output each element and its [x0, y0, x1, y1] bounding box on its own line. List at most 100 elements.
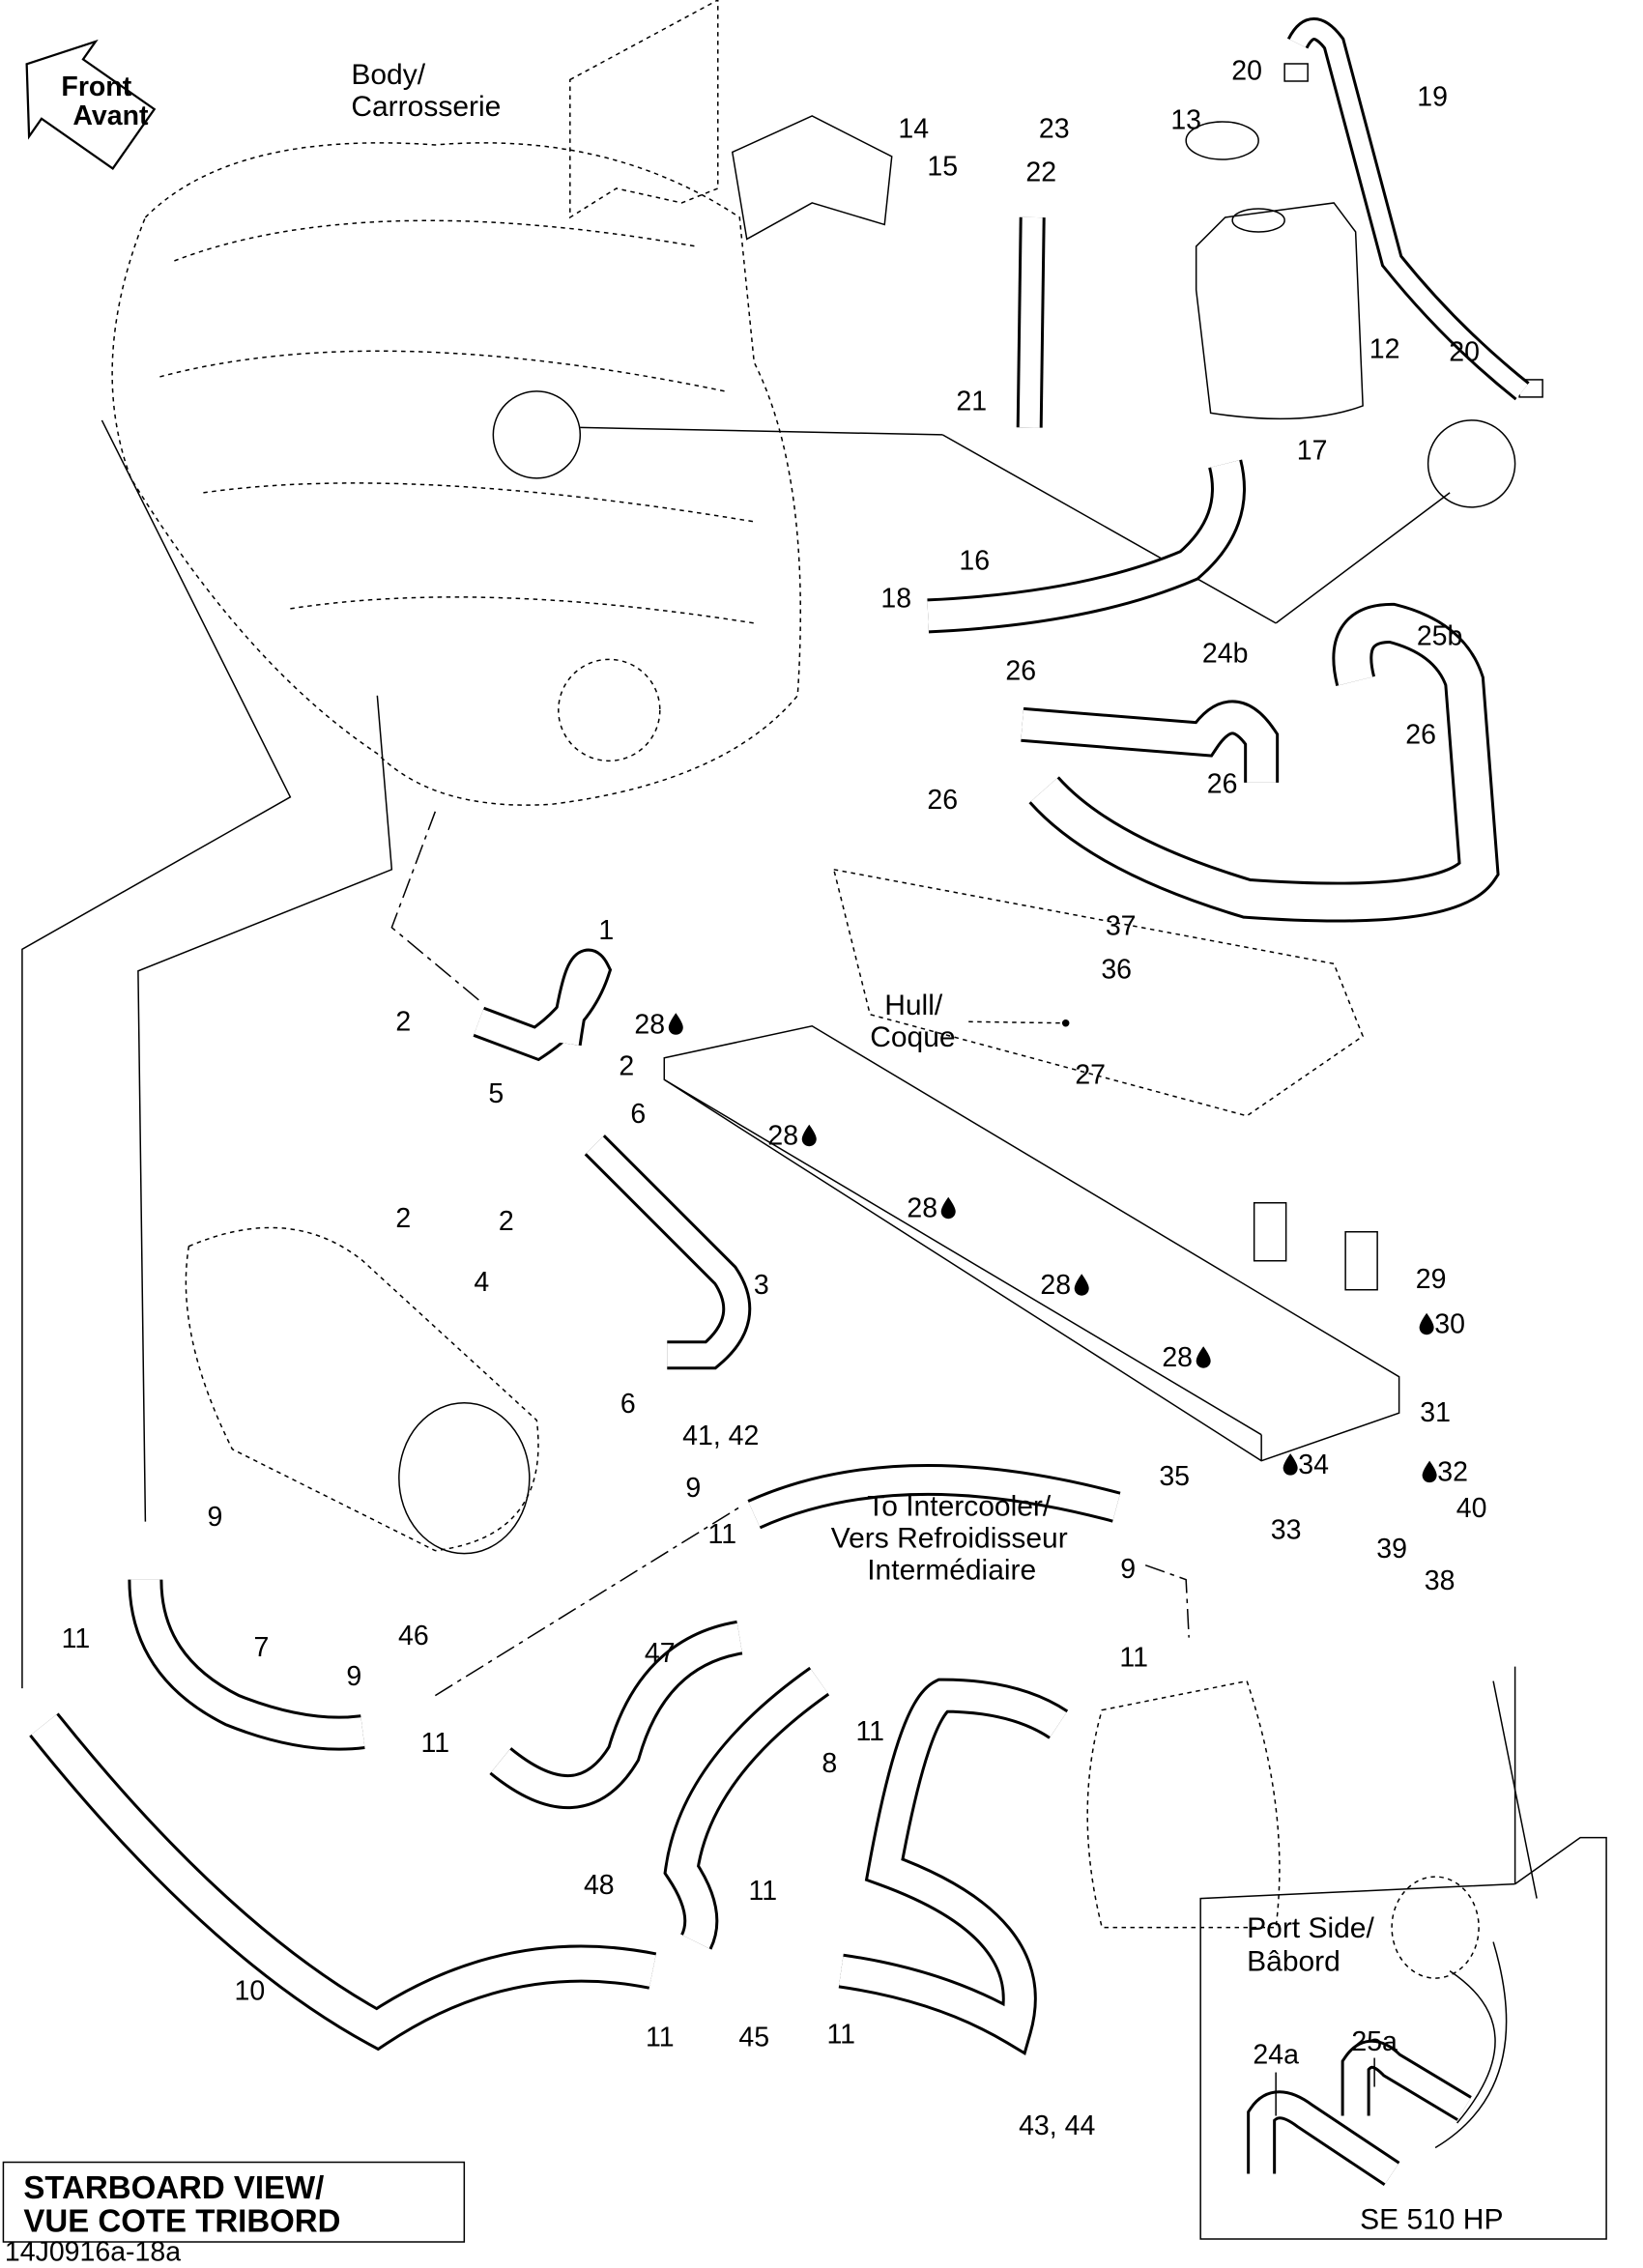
- callout-9: 9: [346, 1661, 361, 1692]
- callout-47: 47: [645, 1638, 676, 1669]
- callout-11: 11: [826, 2020, 855, 2051]
- callout-25b: 25b: [1417, 620, 1463, 651]
- callout-12: 12: [1369, 333, 1400, 364]
- callout-3: 3: [754, 1270, 769, 1301]
- callout-37: 37: [1106, 910, 1137, 941]
- sealant-drop-icon: [1196, 1346, 1211, 1368]
- inset-model-label: SE 510 HP: [1360, 2204, 1503, 2236]
- inset-label-line2: Bâbord: [1247, 1946, 1340, 1978]
- callout-38: 38: [1425, 1565, 1456, 1596]
- callout-9: 9: [685, 1473, 701, 1504]
- callout-48: 48: [584, 1870, 615, 1901]
- callout-20: 20: [1449, 336, 1480, 367]
- callout-6: 6: [630, 1099, 646, 1130]
- callout-28: 28: [767, 1121, 798, 1152]
- callout-33: 33: [1271, 1515, 1302, 1546]
- callout-15: 15: [927, 151, 958, 182]
- intercooler-label-line1: To Intercooler/: [867, 1491, 1052, 1523]
- callout-26: 26: [1207, 768, 1238, 799]
- callout-26: 26: [1405, 719, 1436, 750]
- leader-lines: [21, 419, 1538, 1899]
- intercooler-label-line3: Intermédiaire: [867, 1555, 1036, 1587]
- callout-9: 9: [207, 1502, 222, 1533]
- port-side-inset: Port Side/ Bâbord 24a 25a SE 510 HP: [1199, 1836, 1607, 2240]
- callout-28: 28: [1040, 1270, 1071, 1301]
- callout-13: 13: [1170, 104, 1201, 135]
- hull-label-line2: Coque: [870, 1021, 955, 1053]
- callout-34: 34: [1298, 1450, 1329, 1480]
- callout-6: 6: [620, 1389, 636, 1420]
- callout-28: 28: [634, 1009, 665, 1040]
- callout-4: 4: [474, 1267, 489, 1298]
- callout-2: 2: [619, 1051, 634, 1082]
- view-title-line2: VUE COTE TRIBORD: [23, 2203, 340, 2239]
- callout-19: 19: [1417, 81, 1448, 112]
- callout-20: 20: [1231, 55, 1262, 86]
- callout-11: 11: [62, 1623, 91, 1654]
- sealant-drop-icon: [801, 1124, 817, 1147]
- sealant-drop-icon: [668, 1013, 683, 1035]
- callout-24a: 24a: [1253, 2040, 1299, 2071]
- callout-46: 46: [398, 1621, 429, 1651]
- figure-id: 14J0916a-18a: [5, 2237, 181, 2268]
- hull-label-line1: Hull/: [884, 990, 943, 1021]
- callout-11: 11: [855, 1716, 884, 1747]
- callout-18: 18: [880, 583, 911, 614]
- callout-11: 11: [1119, 1643, 1148, 1674]
- callout-2: 2: [395, 1006, 411, 1037]
- front-arrow: Front Avant: [25, 39, 157, 170]
- sealant-drop-icon: [1419, 1312, 1434, 1335]
- callout-8: 8: [822, 1748, 837, 1779]
- callout-26: 26: [1005, 655, 1036, 686]
- callout-9: 9: [1120, 1554, 1136, 1585]
- callout-11: 11: [748, 1876, 777, 1907]
- callout-28: 28: [1162, 1342, 1193, 1373]
- callout-27: 27: [1075, 1060, 1106, 1091]
- intercooler-label: To Intercooler/ Vers Refroidisseur Inter…: [831, 1491, 1068, 1587]
- callout-14: 14: [898, 113, 929, 144]
- sealant-drop-icon: [1422, 1460, 1437, 1483]
- sealant-drop-icon: [1283, 1453, 1298, 1476]
- callout-11: 11: [707, 1519, 736, 1550]
- callout-45: 45: [738, 2023, 769, 2053]
- callout-16: 16: [959, 545, 990, 576]
- callout-21: 21: [956, 386, 987, 416]
- sealant-drop-icon: [940, 1196, 956, 1220]
- inset-label-line1: Port Side/: [1247, 1912, 1374, 1944]
- body-label-line2: Carrosserie: [351, 91, 501, 123]
- callout-31: 31: [1420, 1397, 1451, 1428]
- callout-24b: 24b: [1202, 638, 1249, 669]
- callout-2: 2: [499, 1206, 514, 1237]
- callout-30: 30: [1434, 1309, 1465, 1340]
- body-label-line1: Body/: [351, 59, 425, 91]
- view-title-line1: STARBOARD VIEW/: [23, 2169, 324, 2205]
- callout-28: 28: [907, 1193, 937, 1224]
- callout-40: 40: [1456, 1493, 1487, 1524]
- callout-23: 23: [1039, 113, 1070, 144]
- hull-and-cooler-plate: Hull/ Coque: [663, 868, 1400, 1462]
- callout-32: 32: [1437, 1457, 1468, 1488]
- coolant-tank: [1185, 63, 1543, 420]
- callout-39: 39: [1376, 1534, 1407, 1565]
- body-panel: Body/ Carrosserie: [351, 0, 893, 241]
- callout-11: 11: [421, 1728, 450, 1759]
- callout-29: 29: [1416, 1264, 1447, 1295]
- callout-11: 11: [646, 2023, 675, 2053]
- hoses: [29, 17, 1530, 2056]
- callout-41-42: 41, 42: [682, 1421, 759, 1451]
- callout-2: 2: [395, 1203, 411, 1234]
- callout-17: 17: [1297, 435, 1328, 466]
- callout-35: 35: [1159, 1461, 1190, 1492]
- avant-label: Avant: [72, 100, 149, 131]
- front-label: Front: [61, 72, 131, 102]
- view-title-box: STARBOARD VIEW/ VUE COTE TRIBORD 14J0916…: [2, 2161, 466, 2268]
- callout-7: 7: [253, 1632, 269, 1663]
- callout-26: 26: [927, 785, 958, 816]
- callout-1: 1: [598, 915, 614, 946]
- callout-43-44: 43, 44: [1019, 2110, 1095, 2141]
- engine-illustration: [111, 142, 1516, 806]
- callout-22: 22: [1025, 157, 1056, 187]
- callout-10: 10: [235, 1976, 266, 2007]
